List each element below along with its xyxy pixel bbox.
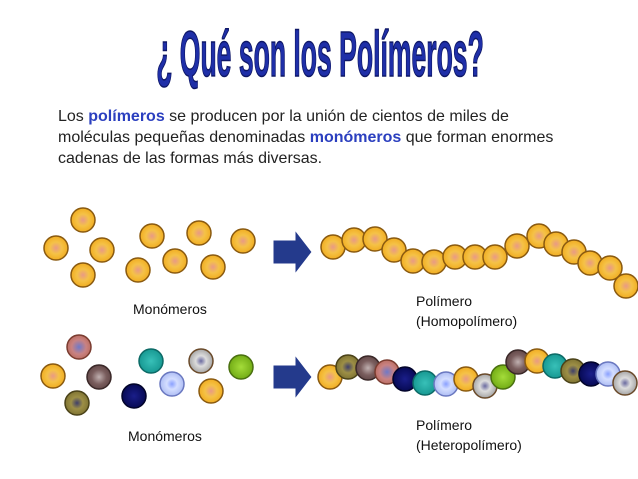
monomer-gray (188, 348, 214, 374)
slide-title: ¿ Qué son los Polímeros? (156, 19, 484, 90)
keyword-polimeros: polímeros (88, 108, 165, 125)
chain-unit (597, 255, 623, 281)
monomer-orange (162, 248, 188, 274)
slide-title-art: ¿ Qué son los Polímeros? (156, 18, 485, 91)
intro-text-1: Los (58, 108, 89, 125)
homopolymer-chain (320, 223, 638, 299)
intro-paragraph: Los polímeros se producen por la unión d… (58, 106, 578, 169)
monomer-orange (70, 207, 96, 233)
reaction-arrow (272, 353, 313, 401)
monomer-brown (86, 364, 112, 390)
monomer-orange (43, 235, 69, 261)
row1-polymer-title: Polímero (416, 293, 473, 309)
keyword-monomeros: monómeros (309, 129, 402, 146)
monomer-light-blue (159, 371, 185, 397)
monomer-mauve (66, 334, 92, 360)
monomer-navy (121, 383, 147, 409)
chain-unit (613, 273, 638, 299)
monomer-teal (138, 348, 164, 374)
chain-unit (381, 237, 407, 263)
row2-polymer-title: Polímero (416, 417, 473, 433)
row2-monomers (40, 334, 254, 416)
chain-unit-gray (612, 370, 638, 396)
monomer-orange (198, 378, 224, 404)
monomer-orange (125, 257, 151, 283)
monomer-orange (230, 228, 256, 254)
monomer-olive (64, 390, 90, 416)
reaction-arrow (272, 228, 313, 276)
row1-monomers (43, 207, 256, 288)
row2-polymer-label: Polímero (Heteropolímero) (416, 415, 522, 455)
chain-unit (362, 226, 388, 252)
row1-polymer-label: Polímero (Homopolímero) (416, 291, 517, 331)
chain-unit (504, 233, 530, 259)
intro-text-2: se producen por la unión de cientos de m… (58, 108, 509, 146)
monomer-orange (70, 262, 96, 288)
intro-text-3: que forman enormes cadenas de las formas… (58, 129, 554, 167)
row1-monomers-label: Monómeros (133, 301, 207, 317)
chain-unit (421, 249, 447, 275)
row1-polymer-subtitle: (Homopolímero) (416, 313, 518, 329)
monomer-orange (200, 254, 226, 280)
chain-unit (482, 244, 508, 270)
row2-polymer-subtitle: (Heteropolímero) (416, 437, 522, 453)
row2-monomers-label: Monómeros (128, 428, 202, 444)
monomer-green (228, 354, 254, 380)
monomer-orange (139, 223, 165, 249)
monomer-orange (89, 237, 115, 263)
heteropolymer-chain (317, 348, 638, 399)
monomer-orange (186, 220, 212, 246)
monomer-orange (40, 363, 66, 389)
